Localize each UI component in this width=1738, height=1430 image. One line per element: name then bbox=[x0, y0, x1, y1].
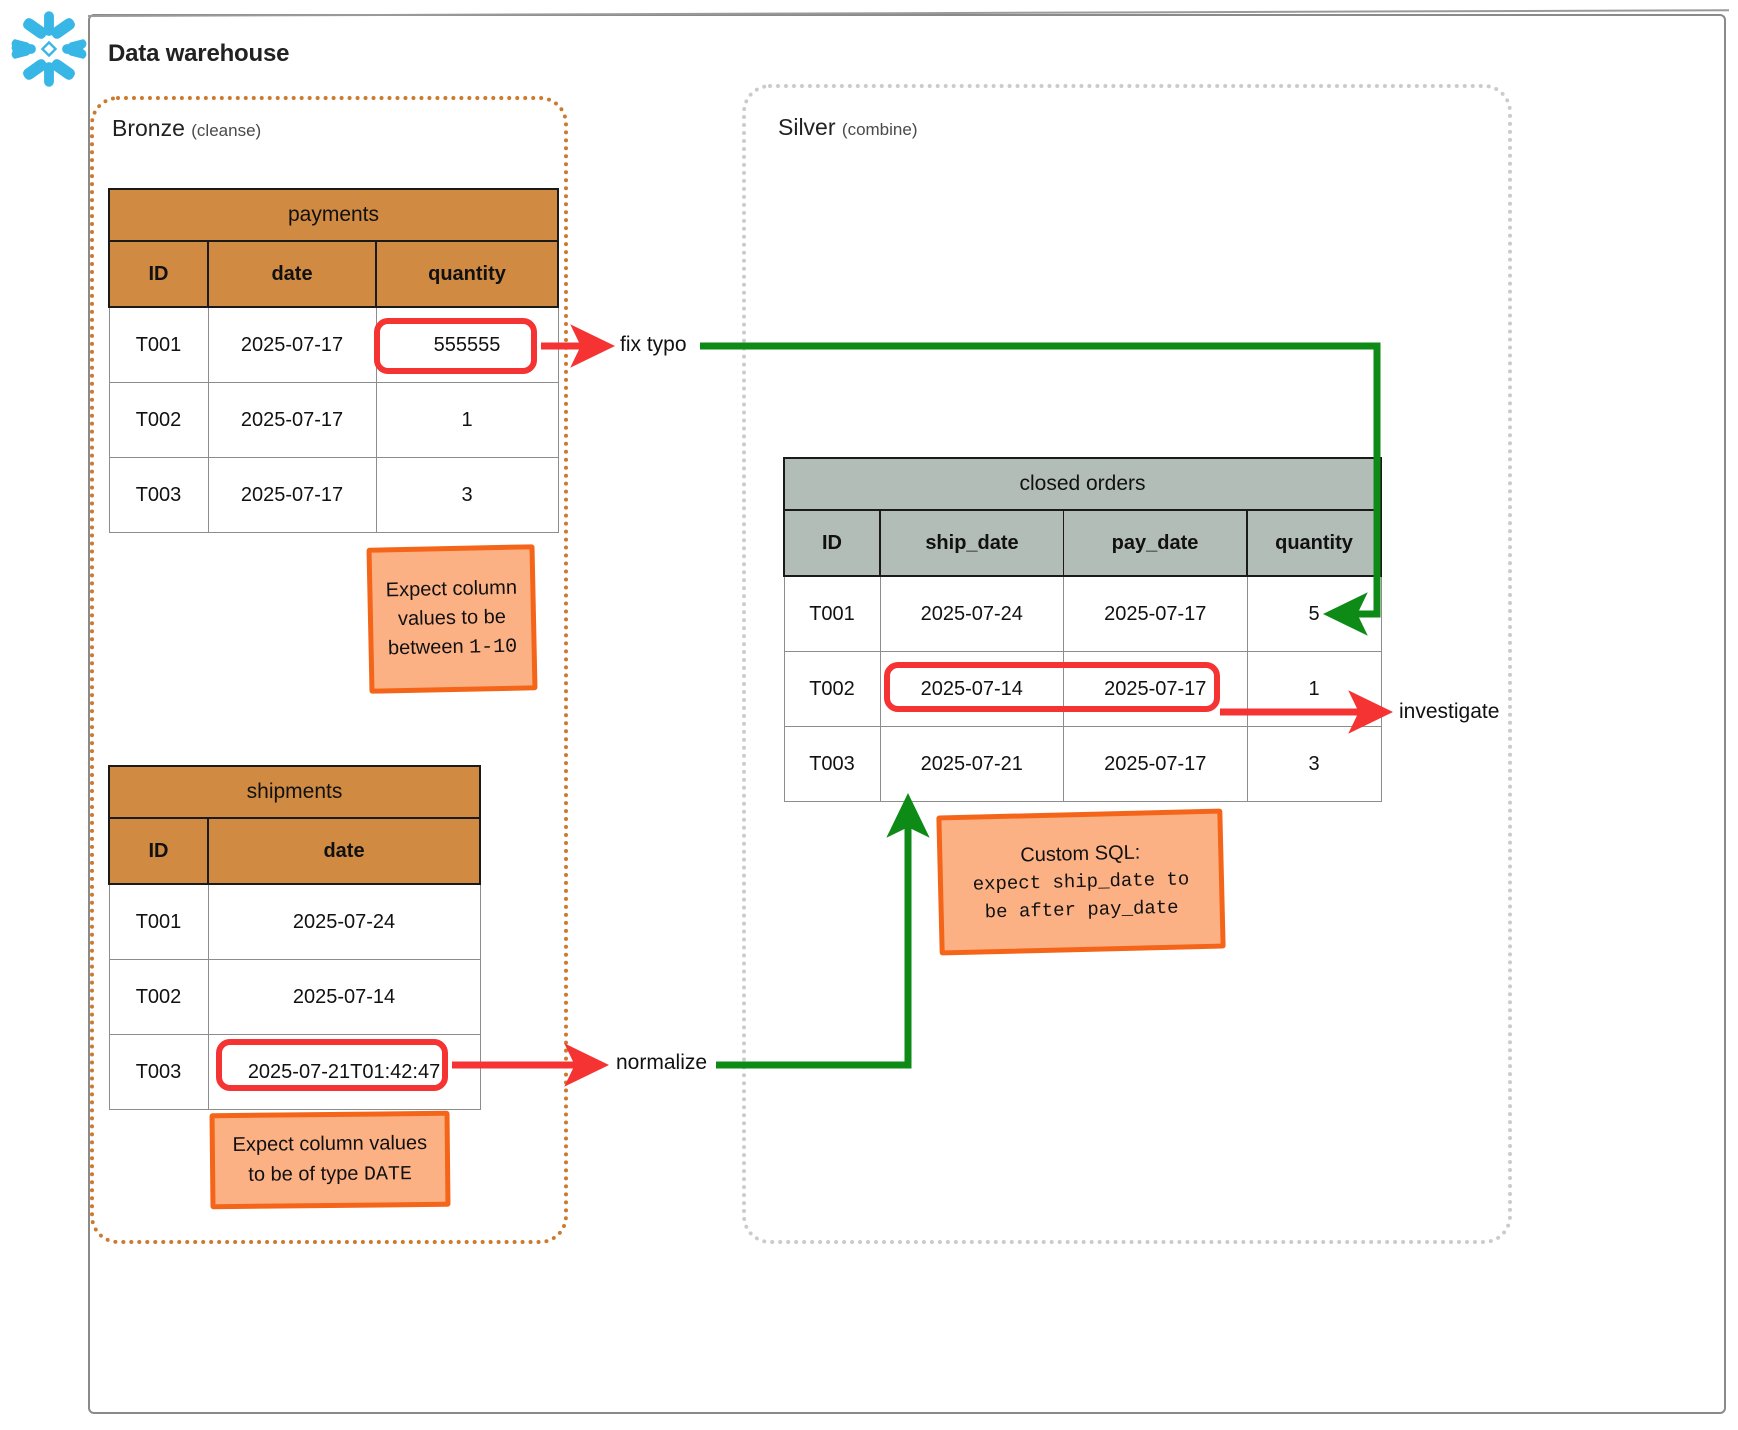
cell-date: 2025-07-14 bbox=[207, 959, 481, 1035]
cell-id: T003 bbox=[783, 726, 881, 802]
col-header-id: ID bbox=[108, 241, 209, 308]
cell-id: T002 bbox=[108, 959, 209, 1035]
table-row: T002 2025-07-14 bbox=[108, 959, 481, 1035]
cell-id: T002 bbox=[783, 651, 881, 727]
snowflake-icon bbox=[11, 11, 87, 87]
cell-id: T003 bbox=[108, 457, 209, 533]
col-header-date: date bbox=[207, 818, 481, 885]
table-shipments-title-row: shipments bbox=[108, 765, 481, 819]
note-expect-range-line-1: Expect column bbox=[385, 576, 518, 602]
col-header-date: date bbox=[207, 241, 377, 308]
cell-id: T001 bbox=[108, 306, 209, 383]
note-expect-type-line-2-text: to be of type bbox=[248, 1162, 365, 1186]
cell-date: 2025-07-17 bbox=[207, 457, 377, 533]
col-header-quantity: quantity bbox=[375, 241, 559, 308]
note-expect-type: Expect column values to be of type DATE bbox=[209, 1110, 451, 1210]
cell-quantity: 3 bbox=[375, 457, 559, 533]
table-payments-header-row: ID date quantity bbox=[108, 241, 559, 308]
cell-id: T001 bbox=[108, 883, 209, 960]
cell-quantity: 555555 bbox=[375, 306, 559, 383]
col-header-id: ID bbox=[108, 818, 209, 885]
zone-bronze-name: Bronze bbox=[112, 115, 185, 141]
cell-ship-date: 2025-07-21 bbox=[879, 726, 1064, 802]
cell-quantity: 5 bbox=[1246, 575, 1382, 652]
table-row: T003 2025-07-21T01:42:47 bbox=[108, 1034, 481, 1110]
col-header-ship-date: ship_date bbox=[879, 510, 1064, 577]
col-header-quantity: quantity bbox=[1246, 510, 1382, 577]
cell-pay-date: 2025-07-17 bbox=[1063, 651, 1248, 727]
cell-quantity: 1 bbox=[1246, 651, 1382, 727]
zone-bronze bbox=[90, 96, 568, 1244]
edge-label-normalize: normalize bbox=[616, 1051, 708, 1074]
note-expect-range-line-3: between 1-10 bbox=[379, 632, 526, 665]
note-expect-range: Expect column values to be between 1-10 bbox=[366, 544, 538, 694]
note-expect-range-line-3-text: between bbox=[387, 635, 470, 660]
edge-label-investigate: investigate bbox=[1399, 700, 1500, 723]
table-closed-orders: closed orders ID ship_date pay_date quan… bbox=[783, 457, 1382, 802]
cell-id: T003 bbox=[108, 1034, 209, 1110]
cell-pay-date: 2025-07-17 bbox=[1063, 726, 1248, 802]
table-shipments: shipments ID date T001 2025-07-24 T002 2… bbox=[108, 765, 481, 1110]
table-row: T001 2025-07-24 2025-07-17 5 bbox=[783, 575, 1382, 652]
cell-date: 2025-07-17 bbox=[207, 382, 377, 458]
cell-pay-date: 2025-07-17 bbox=[1063, 575, 1248, 652]
cell-ship-date: 2025-07-24 bbox=[879, 575, 1064, 652]
note-custom-sql-line-2: be after pay_date bbox=[984, 896, 1179, 923]
cell-quantity: 1 bbox=[375, 382, 559, 458]
note-custom-sql: Custom SQL: expect ship_date to be after… bbox=[936, 808, 1226, 956]
edge-label-fix-typo: fix typo bbox=[620, 333, 687, 356]
table-row: T003 2025-07-17 3 bbox=[108, 457, 559, 533]
table-closed-orders-title-row: closed orders bbox=[783, 457, 1382, 511]
table-closed-orders-header-row: ID ship_date pay_date quantity bbox=[783, 510, 1382, 577]
note-expect-type-line-2: to be of type DATE bbox=[221, 1158, 439, 1190]
zone-silver bbox=[742, 84, 1512, 1244]
zone-silver-subtitle: (combine) bbox=[841, 120, 918, 139]
table-row: T002 2025-07-14 2025-07-17 1 bbox=[783, 651, 1382, 727]
zone-silver-name: Silver bbox=[778, 114, 836, 140]
cell-id: T002 bbox=[108, 382, 209, 458]
table-closed-orders-title: closed orders bbox=[783, 457, 1382, 511]
zone-bronze-label: Bronze (cleanse) bbox=[112, 115, 261, 142]
cell-date: 2025-07-21T01:42:47 bbox=[207, 1034, 481, 1110]
note-expect-type-code: DATE bbox=[363, 1162, 413, 1187]
col-header-pay-date: pay_date bbox=[1063, 510, 1248, 577]
cell-id: T001 bbox=[783, 575, 881, 652]
table-payments: payments ID date quantity T001 2025-07-1… bbox=[108, 188, 559, 533]
table-shipments-title: shipments bbox=[108, 765, 481, 819]
cell-date: 2025-07-17 bbox=[207, 306, 377, 383]
table-payments-title-row: payments bbox=[108, 188, 559, 242]
table-row: T001 2025-07-17 555555 bbox=[108, 306, 559, 383]
table-row: T002 2025-07-17 1 bbox=[108, 382, 559, 458]
page-title: Data warehouse bbox=[108, 40, 290, 67]
table-payments-title: payments bbox=[108, 188, 559, 242]
table-row: T003 2025-07-21 2025-07-17 3 bbox=[783, 726, 1382, 802]
note-expect-type-line-1: Expect column values bbox=[232, 1132, 428, 1157]
note-expect-range-code: 1-10 bbox=[468, 635, 518, 660]
cell-quantity: 3 bbox=[1246, 726, 1382, 802]
cell-ship-date: 2025-07-14 bbox=[879, 651, 1064, 727]
zone-bronze-subtitle: (cleanse) bbox=[191, 121, 262, 140]
cell-date: 2025-07-24 bbox=[207, 883, 481, 960]
col-header-id: ID bbox=[783, 510, 881, 577]
note-expect-range-line-2: values to be bbox=[397, 605, 507, 631]
zone-silver-label: Silver (combine) bbox=[778, 114, 918, 141]
table-row: T001 2025-07-24 bbox=[108, 883, 481, 960]
table-shipments-header-row: ID date bbox=[108, 818, 481, 885]
